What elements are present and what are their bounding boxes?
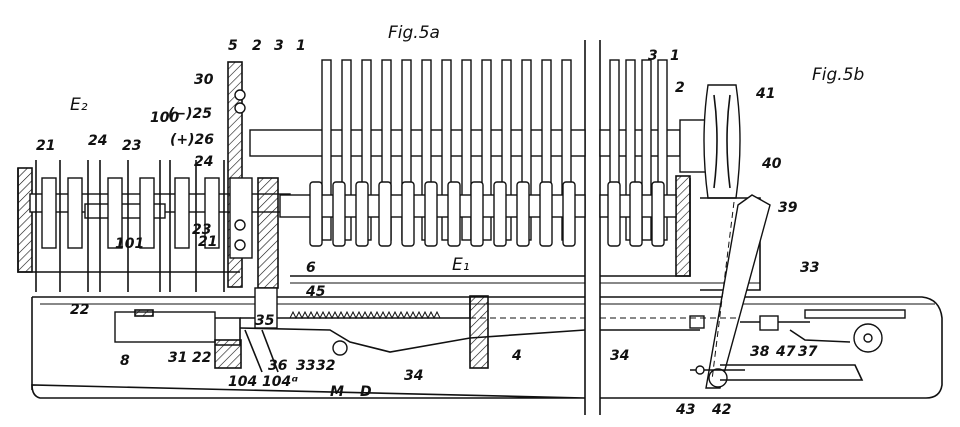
label-101: 101 [115, 236, 144, 252]
upper-shaft [249, 119, 711, 173]
label-e1: E₁ [452, 255, 470, 275]
label-43: 43 [675, 402, 695, 418]
label-1b: 1 [670, 48, 680, 64]
label-25: (−)25 [168, 106, 212, 122]
label-104: 104 [228, 374, 257, 390]
label-41: 41 [755, 86, 775, 102]
lower-disc [447, 181, 461, 247]
label-38: 38 [750, 344, 770, 360]
upper-bar [641, 59, 652, 241]
base-housing [31, 296, 943, 399]
upper-bar [481, 59, 492, 241]
trough-e2 [17, 167, 240, 273]
label-37: 37 [798, 344, 818, 360]
label-21b: 21 [198, 234, 217, 250]
labels: Fig.5a Fig.5b E₂ E₁ 100 21 24 23 101 22 … [36, 23, 864, 418]
lower-disc [355, 181, 369, 247]
left-discs [41, 177, 220, 249]
lever-35 [244, 287, 279, 373]
rack-33 [240, 295, 489, 369]
label-23b: 23 [192, 222, 211, 238]
label-31: 31 [168, 350, 187, 366]
label-24a: 24 [88, 133, 107, 149]
right-linkage [689, 309, 906, 381]
label-33a: 33 [296, 358, 315, 374]
label-2b: 2 [675, 80, 685, 96]
label-e2: E₂ [70, 95, 88, 115]
label-26: (+)26 [170, 132, 214, 148]
slide-bar-31 [114, 309, 242, 369]
label-3b: 3 [648, 48, 658, 64]
label-36: 36 [268, 358, 288, 374]
label-40: 40 [761, 156, 782, 172]
label-34b: 34 [610, 348, 629, 364]
label-39: 39 [778, 200, 798, 216]
lower-disc [309, 181, 323, 247]
label-2a: 2 [252, 38, 262, 54]
lower-disc [539, 181, 553, 247]
label-5: 5 [228, 38, 238, 54]
label-22b: 22 [192, 350, 211, 366]
upper-bar [461, 59, 472, 241]
label-24b: 24 [194, 154, 213, 170]
center-posts [227, 61, 279, 289]
label-3a: 3 [274, 38, 284, 54]
label-42: 42 [711, 402, 731, 418]
label-21a: 21 [36, 138, 55, 154]
pulley-41 [703, 84, 741, 199]
slide-bar-34 [239, 327, 700, 356]
label-23a: 23 [122, 138, 141, 154]
lower-disc [629, 181, 643, 247]
label-30: 30 [194, 72, 214, 88]
label-6: 6 [306, 260, 316, 276]
label-m: M [330, 384, 344, 400]
lower-disc [470, 181, 484, 247]
lower-disc [516, 181, 530, 247]
label-32: 32 [316, 358, 335, 374]
upper-bar [321, 59, 332, 241]
label-100: 100 [150, 110, 179, 126]
hidden-lines [430, 201, 740, 381]
label-4: 4 [511, 348, 522, 364]
label-8: 8 [120, 353, 130, 369]
lower-disc [401, 181, 415, 247]
lower-disc [378, 181, 392, 247]
label-22a: 22 [70, 302, 89, 318]
label-d: D [360, 384, 372, 400]
label-45: 45 [305, 284, 326, 300]
lower-disc [424, 181, 438, 247]
label-47: 47 [775, 344, 796, 360]
lower-discs [309, 181, 665, 247]
label-104a: 104ᵅ [262, 374, 298, 390]
trough-e1 [290, 175, 760, 284]
label-33b: 33 [800, 260, 819, 276]
label-1a: 1 [296, 38, 306, 54]
lower-disc [562, 181, 576, 247]
break-lines [584, 40, 601, 415]
label-34a: 34 [404, 368, 423, 384]
lower-disc [651, 181, 665, 247]
fig-5b-title: Fig.5b [812, 65, 864, 85]
lever-39 [690, 194, 771, 389]
fig-5a-title: Fig.5a [388, 23, 440, 43]
upper-bar [441, 59, 452, 241]
lower-disc [607, 181, 621, 247]
lower-disc [493, 181, 507, 247]
lower-disc [332, 181, 346, 247]
label-35: 35 [255, 313, 275, 329]
upper-bar [341, 59, 352, 241]
left-comb-bars [35, 160, 225, 292]
